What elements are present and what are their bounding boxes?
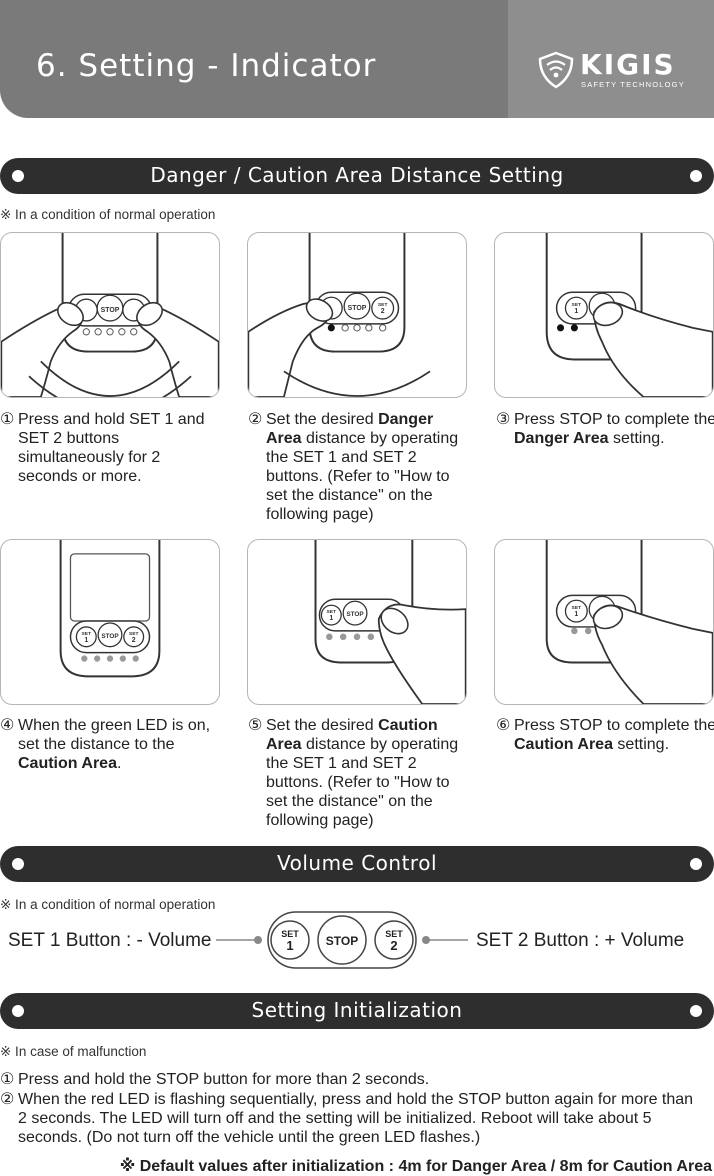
set1-label: SET [281,929,299,939]
set2-number: 2 [390,938,397,953]
page-header: 6. Setting - Indicator KIGIS SAFETY TECH… [0,0,714,118]
step-6-illustration: SET 1 [494,539,714,705]
section-title-distance: Danger / Caution Area Distance Setting [150,163,564,187]
section-title-volume: Volume Control [276,851,438,875]
bar-bullet-right [690,1005,702,1017]
step-5-text: ⑤ Set the desired Caution Area distance … [248,717,459,829]
volume-down-label: SET 1 Button : - Volume [8,930,212,951]
step-4-illustration: SET 1 STOP SET 2 [0,539,220,705]
init-step-1: ① Press and hold the STOP button for mor… [0,1071,430,1088]
step-5-illustration: SET 1 STOP [247,539,467,705]
bar-bullet-left [12,1005,24,1017]
set2-label: SET [385,929,403,939]
bar-bullet-left [12,170,24,182]
button-panel-graphic: SET 1 STOP SET 2 [216,911,468,969]
svg-text:STOP: STOP [101,307,120,314]
svg-text:STOP: STOP [346,611,364,618]
svg-text:1: 1 [574,611,578,618]
svg-text:SET: SET [82,631,92,637]
kigis-logo: KIGIS SAFETY TECHNOLOGY [536,50,696,92]
svg-text:2: 2 [132,637,136,644]
logo-subtitle: SAFETY TECHNOLOGY [581,80,685,89]
svg-text:SET: SET [327,609,337,615]
step-4-text: ④ When the green LED is on, set the dist… [0,717,211,772]
section-bar-init: Setting Initialization [0,993,714,1029]
svg-text:STOP: STOP [348,305,367,312]
bar-bullet-right [690,170,702,182]
svg-text:1: 1 [574,308,578,315]
shield-wifi-icon [538,51,574,89]
page-title: 6. Setting - Indicator [36,48,377,84]
svg-text:STOP: STOP [101,633,119,640]
volume-note: ※ In a condition of normal operation [0,897,216,912]
volume-up-label: SET 2 Button : + Volume [476,930,685,951]
default-values-note: ※ Default values after initialization : … [119,1158,712,1175]
section-title-init: Setting Initialization [251,998,463,1022]
bar-bullet-right [690,858,702,870]
svg-text:SET: SET [572,605,582,611]
step-1-text: ① Press and hold SET 1 and SET 2 buttons… [0,411,205,485]
step-2-text: ② Set the desired Danger Area distance b… [248,411,459,523]
svg-text:SET: SET [378,302,388,308]
svg-text:SET: SET [572,302,582,308]
section-bar-volume: Volume Control [0,846,714,882]
stop-label: STOP [326,934,358,948]
section-bar-distance: Danger / Caution Area Distance Setting [0,158,714,194]
step-2-illustration: STOP SET 2 [247,232,467,398]
step-3-text: ③ Press STOP to complete the Danger Area… [496,411,714,447]
step-6-text: ⑥ Press STOP to complete the Caution Are… [496,717,714,753]
init-step-2: ② When the red LED is flashing sequentia… [0,1091,694,1146]
init-note: ※ In case of malfunction [0,1044,147,1059]
set1-number: 1 [286,938,293,953]
step-1-illustration: STOP [0,232,220,398]
distance-note: ※ In a condition of normal operation [0,207,216,222]
bar-bullet-left [12,858,24,870]
svg-text:1: 1 [84,637,88,644]
logo-wordmark: KIGIS [580,48,676,81]
svg-text:SET: SET [129,631,139,637]
svg-text:2: 2 [381,308,385,315]
step-3-illustration: SET 1 [494,232,714,398]
svg-text:1: 1 [329,615,333,622]
header-title-band: 6. Setting - Indicator [0,0,508,118]
